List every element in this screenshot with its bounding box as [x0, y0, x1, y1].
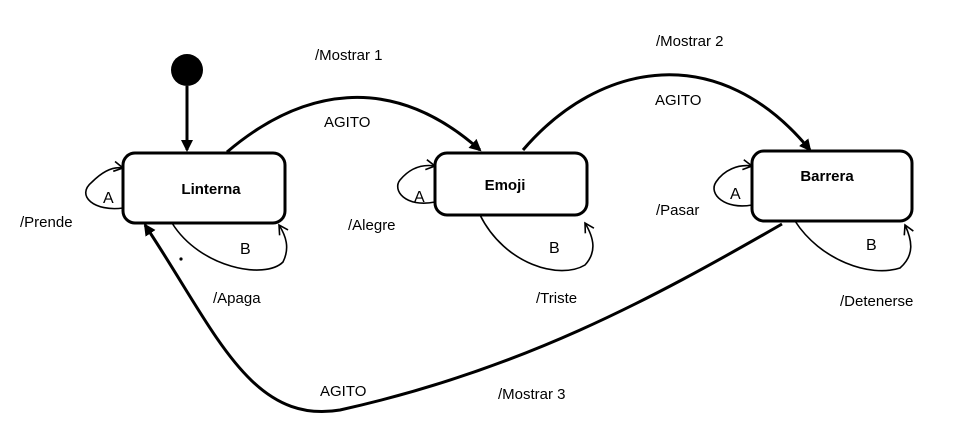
transition-emoji-barrera-action: /Mostrar 2	[656, 33, 724, 50]
transition-barrera-to-linterna	[143, 222, 783, 413]
transition-linterna-emoji-action: /Mostrar 1	[315, 47, 383, 64]
loop-barrera-b-event: B	[866, 237, 877, 254]
loop-linterna-a-action: /Prende	[20, 214, 73, 231]
loop-emoji-a-event: A	[414, 189, 425, 206]
loop-barrera-a-action: /Pasar	[656, 202, 699, 219]
transition-emoji-barrera-event: AGITO	[655, 92, 701, 109]
loop-linterna-b	[171, 222, 289, 271]
loop-linterna-b-event: B	[240, 241, 251, 258]
transition-linterna-to-emoji	[226, 96, 482, 154]
loop-linterna-b-action: /Apaga	[213, 290, 261, 307]
transition-linterna-emoji-event: AGITO	[324, 114, 370, 131]
loop-emoji-a	[396, 159, 437, 204]
transition-barrera-linterna-event: AGITO	[320, 383, 366, 400]
loop-emoji-a-action: /Alegre	[348, 217, 396, 234]
state-barrera: Barrera	[750, 149, 914, 223]
state-emoji-label: Emoji	[485, 177, 526, 194]
loop-barrera-b-action: /Detenerse	[840, 293, 913, 310]
loop-barrera-b	[794, 220, 914, 272]
state-linterna-label: Linterna	[181, 181, 241, 198]
loop-linterna-a-event: A	[103, 190, 114, 207]
state-barrera-label: Barrera	[800, 168, 854, 185]
transition-emoji-to-barrera	[521, 73, 812, 152]
loop-barrera-a-event: A	[730, 186, 741, 203]
transition-barrera-linterna-action: /Mostrar 3	[498, 386, 566, 403]
state-linterna: Linterna	[121, 151, 287, 225]
loop-emoji-b	[479, 214, 595, 272]
loop-emoji-b-action: /Triste	[536, 290, 577, 307]
state-emoji: Emoji	[433, 151, 589, 217]
loop-emoji-b-event: B	[549, 240, 560, 257]
stray-dot	[179, 257, 183, 261]
loop-linterna-a	[85, 160, 125, 210]
loop-barrera-a	[713, 159, 754, 207]
initial-state-dot	[171, 54, 203, 86]
